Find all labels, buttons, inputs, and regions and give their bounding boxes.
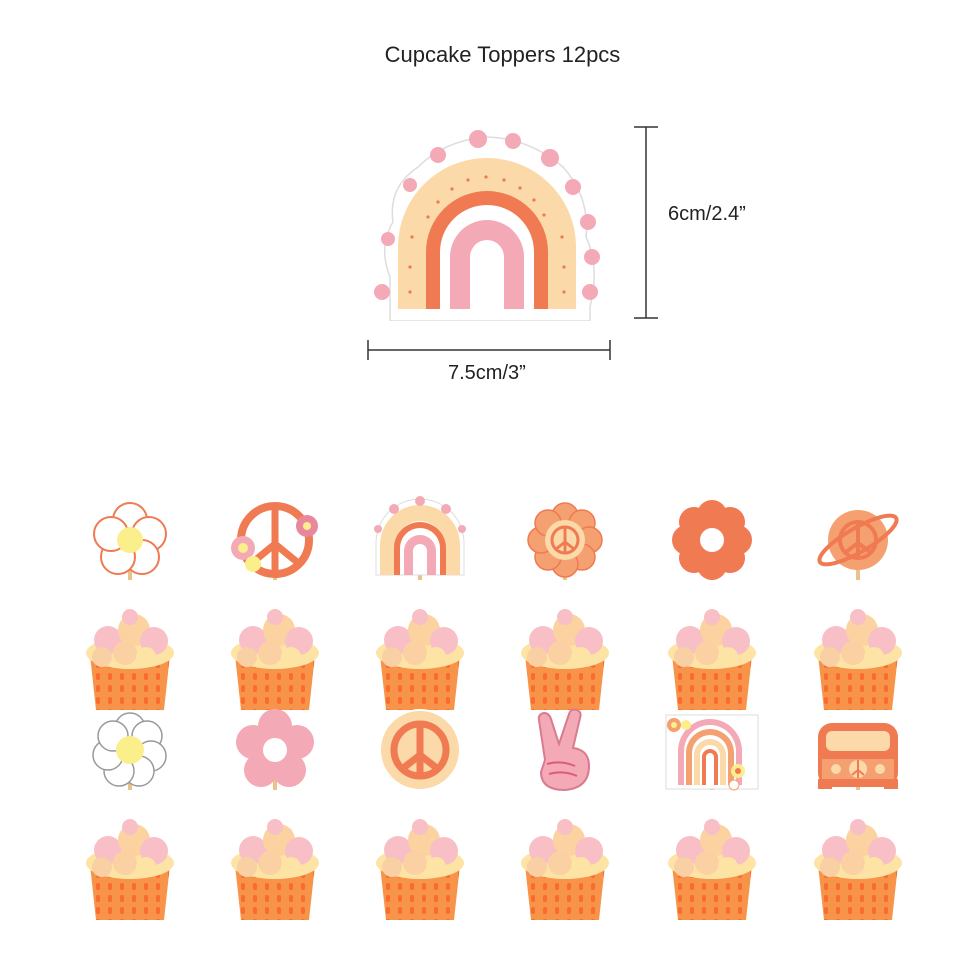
page-title: Cupcake Toppers 12pcs [384,42,621,67]
rainbow-flowers-icon [665,714,759,791]
flower-white-icon [93,502,167,575]
pink-flower-icon [236,709,314,787]
hippie-van-icon [818,723,898,789]
peace-circle-icon [379,709,461,791]
peace-flower-icon [527,502,603,578]
orange-flower-icon [672,500,752,580]
peace-planet-icon [817,510,899,570]
peace-hand-icon [537,708,591,792]
rainbow-dots-icon [374,496,466,576]
daisy-white-icon [92,712,167,787]
rainbow-topper-large-icon [374,130,600,321]
height-dimension-label: 6cm/2.4” [668,203,746,225]
peace-sign-flowers-icon [231,502,318,578]
width-dimension-label: 7.5cm/3” [448,362,526,384]
